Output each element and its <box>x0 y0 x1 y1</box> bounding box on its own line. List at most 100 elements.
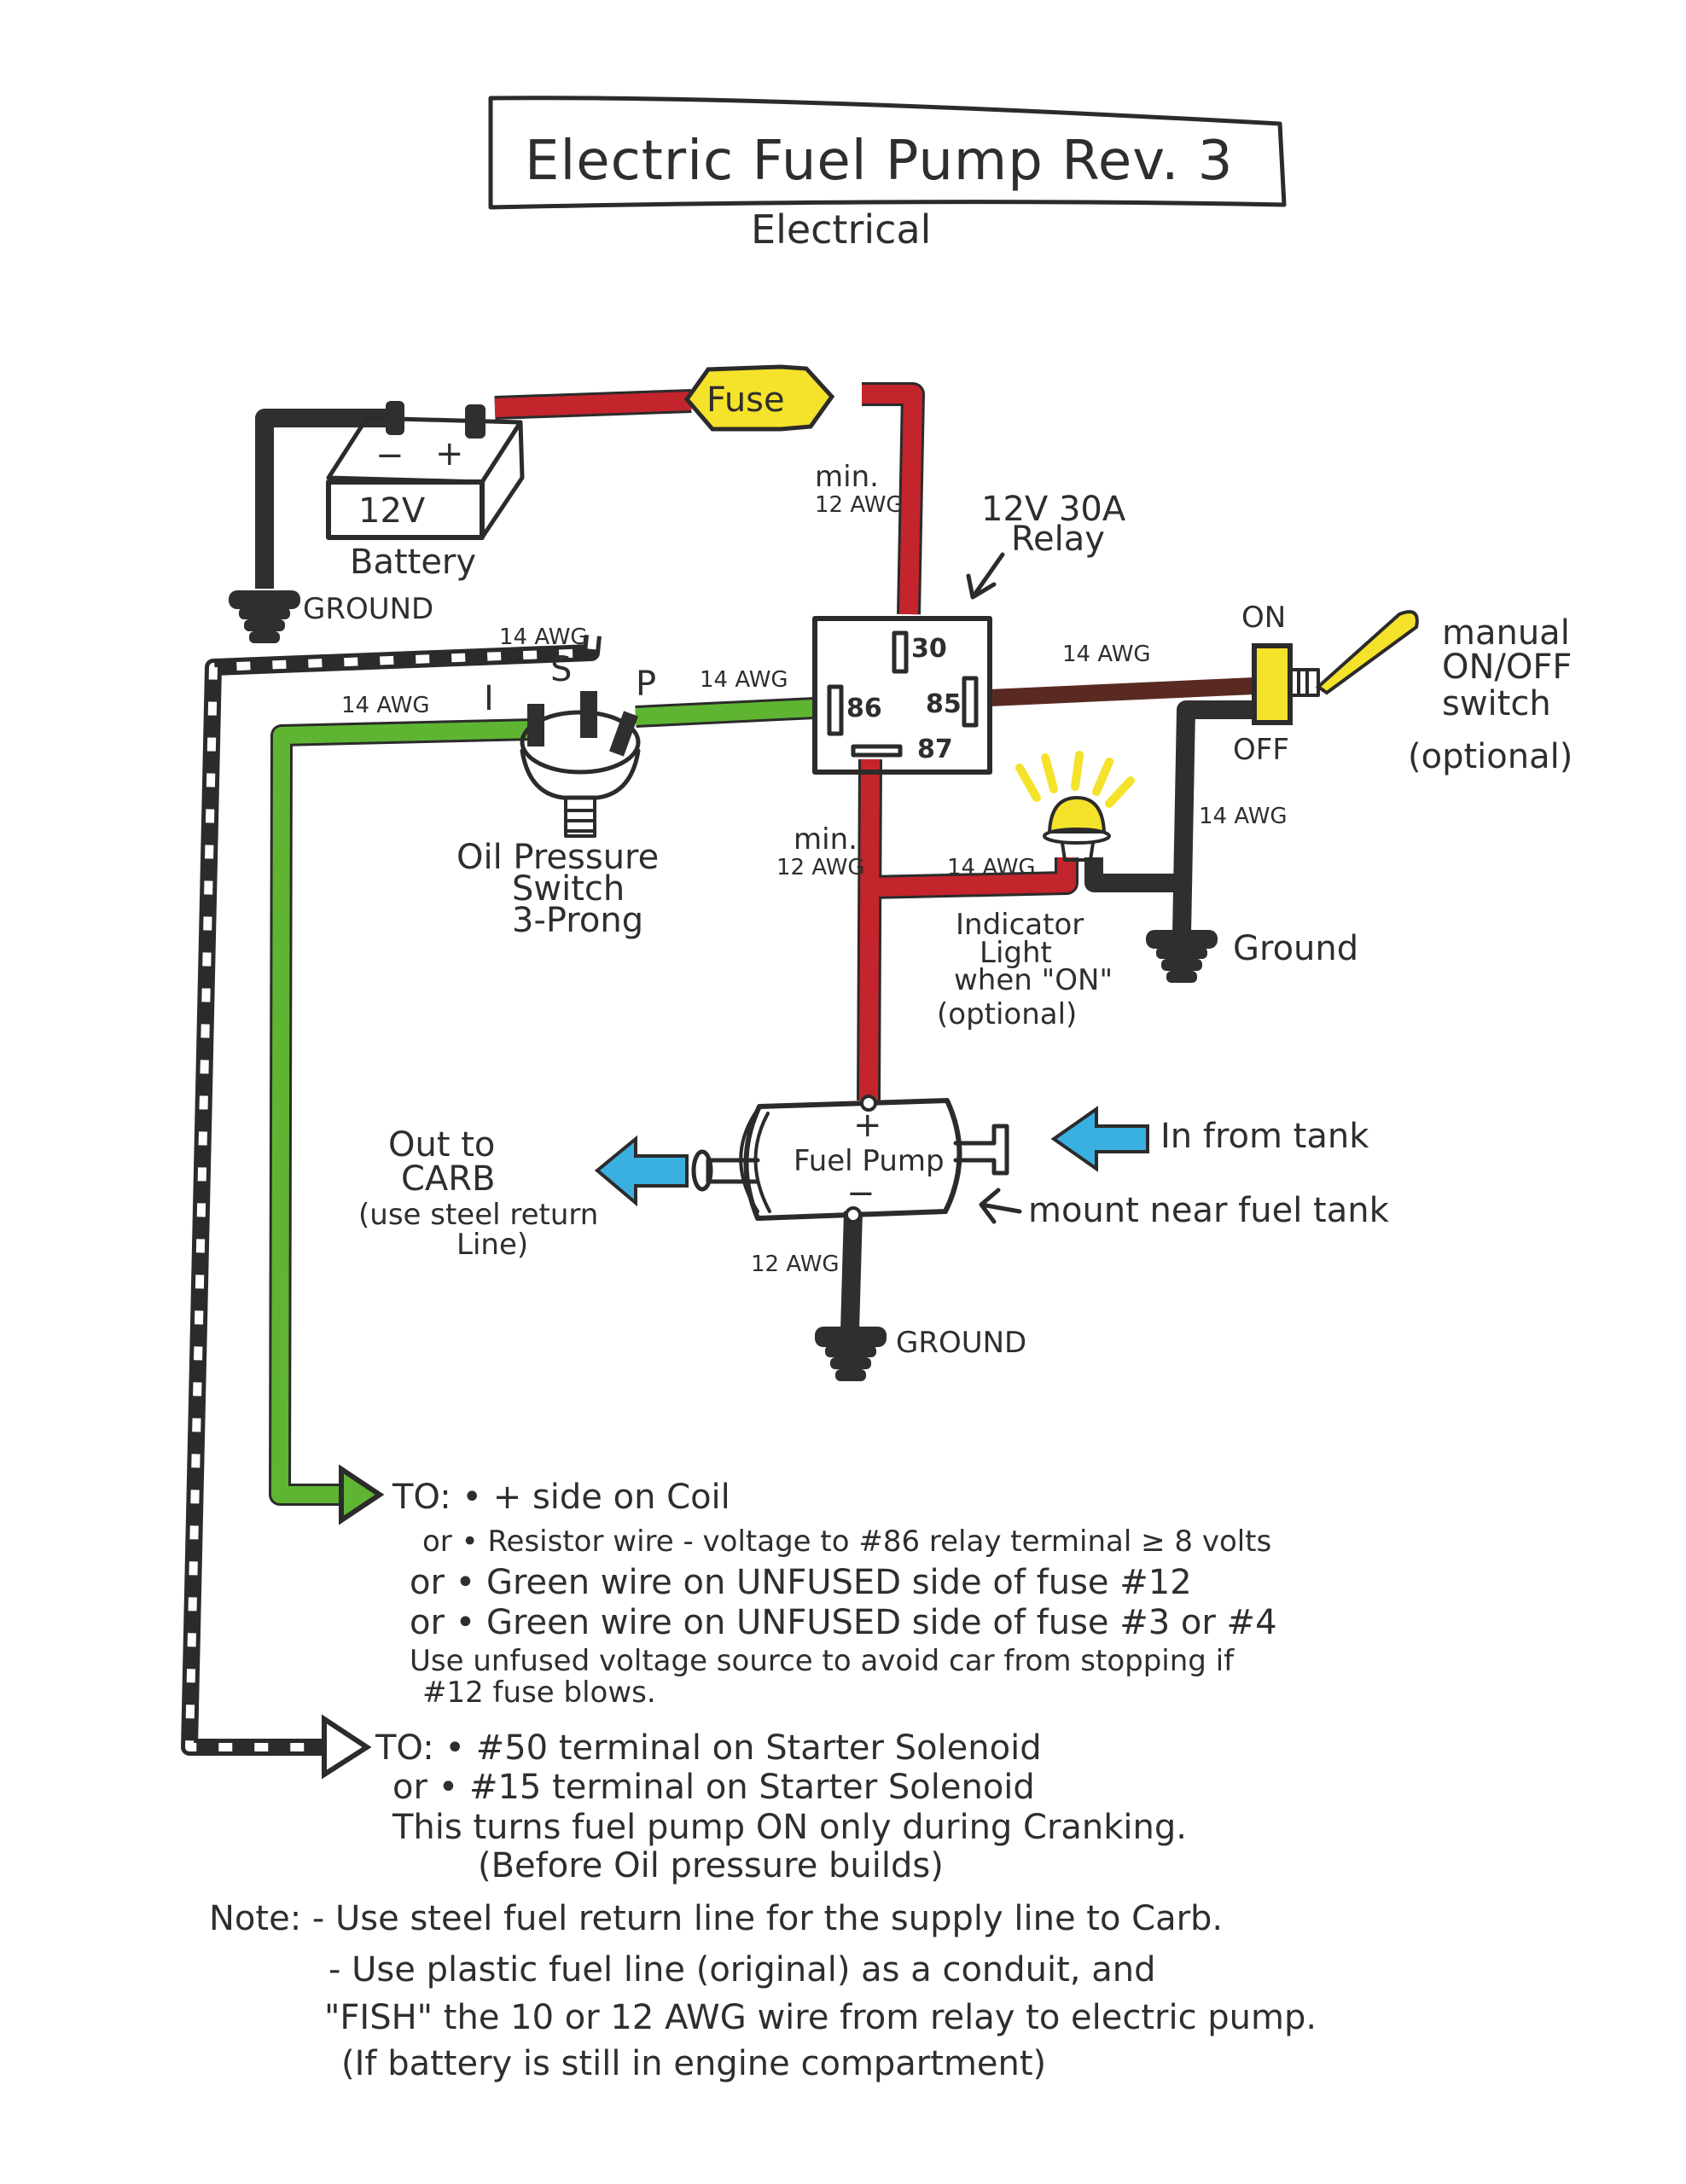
coil-note-line: #12 fuse blows. <box>422 1676 656 1710</box>
oil-switch-terminal-p: P <box>636 665 656 704</box>
pump-inlet-label: In from tank <box>1160 1117 1369 1156</box>
fuel-out-arrow-icon <box>594 1135 689 1207</box>
general-notes: Note: - Use steel fuel return line for t… <box>209 1899 1317 2083</box>
title-box <box>488 96 1287 210</box>
indicator-bulb <box>1047 795 1107 834</box>
fuse-label: Fuse <box>706 380 785 420</box>
relay-terminal-87: 87 <box>917 735 953 764</box>
oil-switch-label-line3: 3-Prong <box>512 901 643 940</box>
relay-terminal-30: 30 <box>911 634 947 664</box>
manual-switch-toggle <box>1315 610 1419 695</box>
indicator-label-line1: Indicator <box>956 908 1084 942</box>
pump-outlet-label-line3: (use steel return <box>358 1198 598 1232</box>
general-note-line: (If battery is still in engine compartme… <box>341 2044 1046 2083</box>
title-block: Electric Fuel Pump Rev. 3 Electrical <box>488 96 1287 253</box>
relay-terminal-85: 85 <box>926 689 962 719</box>
trigger-wire-i <box>271 721 534 1503</box>
battery-voltage: 12V <box>358 491 426 531</box>
oil-switch-terminal-s: S <box>550 650 572 689</box>
coil-note-line: or • Green wire on UNFUSED side of fuse … <box>410 1603 1277 1642</box>
battery-neg-symbol: − <box>375 436 404 475</box>
pump-outlet-end <box>691 1149 713 1192</box>
battery-top <box>326 415 523 485</box>
page-title: Electric Fuel Pump Rev. 3 <box>525 130 1234 193</box>
oil-switch-thread <box>564 798 596 838</box>
pump-feed-wire <box>859 758 880 1101</box>
indicator-label-line2: Light <box>980 936 1052 970</box>
manual-switch-label-line4: (optional) <box>1408 737 1573 776</box>
manual-switch-body <box>1252 643 1293 725</box>
battery: − + 12V Battery <box>326 401 525 582</box>
indicator-feed-wire <box>869 857 1076 897</box>
starter-note-line: (Before Oil pressure builds) <box>478 1846 944 1885</box>
battery-pos-post <box>465 404 485 439</box>
pump-ground-gauge: 12 AWG <box>751 1252 840 1277</box>
pump-feed-gauge-line1: min. <box>794 822 858 857</box>
page-subtitle: Electrical <box>751 206 931 253</box>
battery-ground-wire <box>255 409 388 589</box>
power-wire-battery-fuse <box>494 392 692 417</box>
relay-feed-gauge-line1: min. <box>815 460 879 494</box>
starter-notes: TO: • #50 terminal on Starter Solenoid o… <box>375 1728 1187 1885</box>
coil-notes: TO: • + side on Coil or • Resistor wire … <box>392 1478 1277 1710</box>
oil-switch-label-line1: Oil Pressure <box>456 838 659 877</box>
switch-ground-wire <box>1172 700 1254 935</box>
light-rays-icon <box>1015 751 1135 808</box>
pump-ground-label: GROUND <box>896 1326 1026 1360</box>
oil-switch-body <box>520 748 641 800</box>
battery-front <box>326 479 485 540</box>
pump-neg-terminal <box>845 1206 862 1223</box>
switch-ground-symbol <box>1146 930 1218 983</box>
relay-label-line1: 12V 30A <box>981 490 1126 529</box>
battery-ground-symbol <box>229 590 300 643</box>
battery-label: Battery <box>350 543 476 582</box>
indicator-light: 14 AWG Indicator Light when "ON" (option… <box>937 751 1135 1031</box>
relay-terminal-87-blade <box>851 744 903 758</box>
starter-note-line: or • #15 terminal on Starter Solenoid <box>392 1768 1035 1807</box>
oil-switch-s-gauge: 14 AWG <box>499 624 588 650</box>
oil-switch-prong-i <box>527 704 544 746</box>
fuel-in-arrow-icon <box>1050 1106 1149 1172</box>
battery-ground-label: GROUND <box>303 592 433 626</box>
pump-inlet <box>953 1124 1009 1176</box>
mount-pointer-arrow <box>979 1188 1022 1224</box>
power-wire-fuse-relay <box>862 385 922 615</box>
oil-switch-label-line2: Switch <box>512 869 625 909</box>
battery-pos-symbol: + <box>435 434 464 473</box>
switch-ground-gauge: 14 AWG <box>1199 804 1288 829</box>
oil-pressure-switch: 14 AWG 14 AWG 14 AWG I S P Oil Pressure … <box>341 624 788 940</box>
oil-switch-p-gauge: 14 AWG <box>700 667 788 693</box>
switch-wire <box>989 677 1255 706</box>
starter-note-line: TO: • #50 terminal on Starter Solenoid <box>375 1728 1042 1768</box>
fuse-body <box>683 364 835 432</box>
battery-side <box>480 420 525 540</box>
pump-outlet <box>706 1158 760 1184</box>
relay-terminal-85-blade <box>962 676 979 728</box>
fuel-pump-label: Fuel Pump <box>794 1144 945 1178</box>
fuel-pump: + Fuel Pump − <box>691 1095 1009 1223</box>
pump-pos-symbol: + <box>853 1106 882 1145</box>
manual-switch-thread <box>1288 668 1320 697</box>
manual-switch-off-label: OFF <box>1233 733 1289 767</box>
pump-mount-note: mount near fuel tank <box>1028 1191 1390 1230</box>
pump-ground-symbol <box>815 1327 887 1381</box>
manual-switch: 14 AWG ON OFF manual ON/OFF switch (opti… <box>1062 601 1573 829</box>
manual-switch-label-line3: switch <box>1442 684 1551 723</box>
relay-label-line2: Relay <box>1011 520 1105 559</box>
coil-note-line: or • Green wire on UNFUSED side of fuse … <box>410 1563 1192 1602</box>
pump-outlet-label-line4: Line) <box>456 1228 528 1262</box>
pump-outlet-label-line2: CARB <box>401 1159 496 1199</box>
pump-body <box>743 1098 962 1221</box>
relay-terminal-86-blade <box>827 684 844 736</box>
trigger-wire-p <box>635 700 816 725</box>
relay-pointer-arrow <box>966 552 1005 600</box>
relay: 12V 30A Relay 30 86 85 87 <box>812 490 1126 775</box>
general-note-line: Note: - Use steel fuel return line for t… <box>209 1899 1223 1938</box>
pump-pos-terminal <box>860 1095 877 1112</box>
oil-switch-prong-p <box>608 711 639 757</box>
coil-note-line: or • Resistor wire - voltage to #86 rela… <box>422 1525 1271 1559</box>
manual-switch-on-label: ON <box>1241 601 1286 635</box>
battery-neg-post <box>386 401 404 435</box>
oil-switch-terminal-i: I <box>484 679 494 718</box>
indicator-ground-wire <box>1084 857 1182 892</box>
